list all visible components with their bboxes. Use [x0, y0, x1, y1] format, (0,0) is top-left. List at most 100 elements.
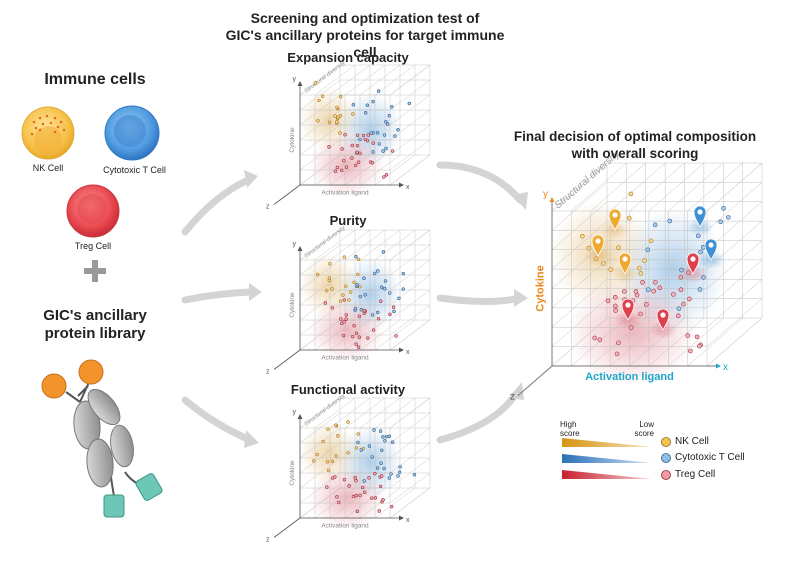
panel-purity-point-cytotoxic [397, 296, 401, 300]
panel-expansion-point-cytotoxic [375, 131, 380, 135]
final-point-cytotoxic [667, 218, 673, 224]
final-grid-dt [668, 162, 724, 212]
panel-expansion-point-treg [390, 149, 395, 153]
panel-functional-axes [273, 414, 404, 538]
panel-purity-grid-dt [374, 229, 416, 261]
panel-expansion-point-treg [342, 158, 346, 163]
panel-functional-point-nk [336, 434, 340, 438]
panel-functional-point-treg [373, 471, 377, 476]
panel-purity-point-nk [327, 276, 332, 280]
panel-functional-point-treg [333, 475, 337, 479]
panel-purity-point-treg [351, 334, 355, 339]
panel-functional-z-letter: z [266, 537, 270, 544]
panel-expansion-point-cytotoxic [382, 133, 387, 137]
panel-purity-point-treg [371, 328, 376, 332]
map-pin-icon-treg [686, 252, 700, 275]
final-cluster-treg [567, 277, 698, 387]
final-grid-db [571, 317, 627, 367]
panel-purity-point-treg [394, 334, 398, 338]
final-point-treg [616, 340, 621, 346]
panel-functional-point-treg [353, 475, 357, 480]
final-y-arrowhead [549, 197, 555, 202]
final-point-nk [608, 267, 614, 272]
final-point-cytotoxic [676, 306, 682, 311]
cytotoxic-t-cell-label: Cytotoxic T Cell [103, 165, 166, 175]
final-grid-db [668, 317, 724, 367]
panel-functional-point-nk [346, 420, 350, 424]
panel-functional-point-cytotoxic [381, 435, 385, 439]
panel-functional-point-treg [354, 493, 359, 498]
panel-expansion-point-nk [338, 131, 342, 135]
final-y-letter: y [543, 189, 548, 200]
panel-purity-point-treg [366, 336, 370, 340]
final-grid-dt [590, 162, 646, 212]
panel-purity-point-cytotoxic [362, 276, 366, 280]
final-point-nk [580, 233, 585, 239]
panel-expansion-grid-dt [374, 64, 416, 96]
panel-expansion-point-treg [344, 165, 349, 169]
panel-expansion-grid-dl [299, 64, 341, 96]
panel-expansion-point-cytotoxic [384, 146, 388, 151]
panel-expansion-point-nk [336, 115, 340, 119]
panel-purity-grid-dt [314, 229, 356, 261]
panel-functional-point-nk [321, 439, 325, 444]
panel-expansion-point-nk [339, 95, 343, 99]
panel-expansion-point-treg [355, 150, 359, 155]
final-point-cytotoxic [698, 249, 703, 255]
panel-functional-point-treg [380, 474, 384, 478]
treg-cell-icon [66, 184, 120, 238]
panel-functional-point-treg [373, 496, 378, 500]
panel-purity-grid-db [314, 319, 356, 351]
final-point-nk [626, 215, 632, 221]
final-grid-dr [706, 259, 763, 309]
map-pin-icon-cytotoxic [704, 238, 718, 261]
final-point-treg [613, 308, 618, 313]
panel-functional-point-treg [342, 477, 347, 482]
panel-purity-point-cytotoxic [383, 287, 387, 291]
map-pin-icon-cytotoxic [693, 205, 707, 228]
final-point-treg [651, 288, 656, 294]
panel-purity-points [315, 250, 405, 349]
panel-purity-point-treg [354, 331, 359, 336]
pin-center-treg [690, 256, 696, 262]
panel-purity-grid-dr [389, 229, 431, 261]
panel-purity-point-nk [356, 257, 361, 262]
panel-functional-grid-dr [389, 442, 431, 474]
final-point-cytotoxic [721, 206, 726, 211]
panel-expansion-point-treg [356, 160, 361, 164]
panel-functional-point-treg [355, 509, 360, 514]
panel-functional-point-cytotoxic [390, 440, 395, 444]
panel-purity-point-treg [362, 308, 366, 313]
title-line-1: Screening and optimization test of [250, 10, 480, 26]
final-point-cytotoxic [646, 287, 651, 292]
panel-functional-point-cytotoxic [367, 444, 372, 448]
map-pin-icon-nk [618, 252, 632, 275]
panel-functional-point-treg [363, 490, 367, 495]
panel-functional-point-treg [358, 493, 362, 498]
final-grid-db [551, 317, 608, 367]
final-x-label: Activation ligand [585, 371, 674, 383]
panel-functional-point-cytotoxic [378, 429, 383, 433]
panel-expansion-point-cytotoxic [358, 137, 362, 142]
page-title: Screening and optimization test of GIC's… [215, 10, 515, 61]
panel-expansion-grid-dr [389, 79, 431, 111]
panel-functional-point-cytotoxic [412, 473, 417, 477]
panel-purity-point-treg [344, 313, 349, 317]
panel-title-expansion: Expansion capacity [287, 50, 409, 65]
panel-expansion-grid-db [389, 154, 431, 186]
panel-expansion-grid-dr [389, 124, 431, 156]
panel-functional-grid-db [374, 487, 416, 519]
panel-functional-grid-dr [389, 427, 431, 459]
final-point-treg [634, 292, 640, 298]
panel-purity-grid-dr [389, 289, 431, 321]
panel-functional-point-cytotoxic [387, 476, 391, 480]
pin-center-cytotoxic [708, 242, 714, 248]
final-grid-dt [629, 162, 685, 212]
panel-expansion-point-cytotoxic [390, 105, 394, 109]
panel-purity-x-arrowhead [399, 347, 404, 353]
legend-marker-nk [661, 437, 671, 447]
panel-expansion-point-cytotoxic [407, 101, 411, 106]
panel-expansion-point-treg [370, 161, 375, 165]
panel-functional-y-letter: y [293, 409, 297, 416]
panel-purity-z-letter: z [266, 369, 270, 376]
